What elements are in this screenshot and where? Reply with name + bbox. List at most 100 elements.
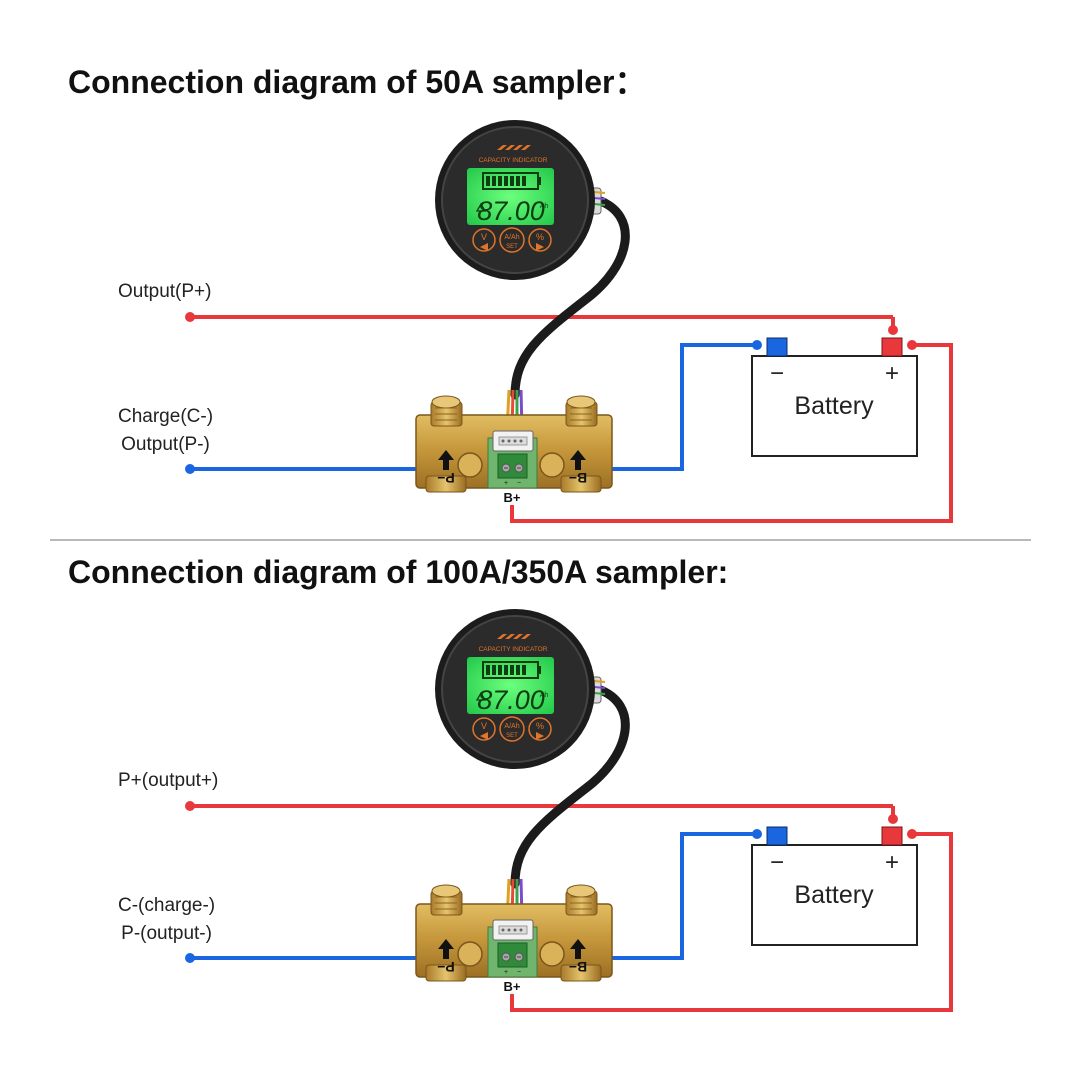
left-terminal-label: P− [437, 959, 455, 975]
label-negative-line-2: Output(P-) [121, 434, 210, 455]
right-terminal-marking: B− [569, 939, 587, 975]
battery-label: Battery [794, 881, 874, 909]
lcd-unit: Ah [540, 203, 549, 210]
section-title-50a: Connection diagram of 50A sampler： [68, 64, 647, 100]
diagram-panel-50a: Output(P+) Charge(C-) Output(P-) [0, 50, 1080, 540]
right-bolt [560, 884, 602, 982]
delta-icon [475, 202, 487, 212]
label-negative-output: C-(charge-) P-(output-) [118, 892, 215, 948]
wiring-diagram: CAPACITY INDICATOR 87.00 Ah V [185, 609, 953, 1012]
label-negative-line-1: Charge(C-) [118, 406, 214, 427]
battery-positive-terminal [881, 826, 903, 846]
negative-output-wire [185, 464, 440, 474]
section-divider [50, 539, 1031, 541]
monitor-button-percent[interactable]: % [528, 228, 552, 252]
battery-level-icon [482, 172, 541, 190]
delta-icon [475, 691, 487, 701]
terminal-minus-mark: − [517, 480, 521, 487]
button-set-bottom-label: SET [506, 733, 518, 739]
positive-output-wire [185, 801, 898, 824]
battery-negative-terminal [766, 337, 788, 357]
up-arrow-icon [570, 450, 586, 470]
terminal-plus-mark: + [504, 969, 508, 976]
battery-negative-wire [585, 829, 762, 960]
left-arrow-icon [480, 243, 488, 251]
battery-minus-sign: − [770, 360, 784, 387]
monitor-brand-text: CAPACITY INDICATOR [479, 157, 548, 164]
monitor-button-voltage[interactable]: V [472, 717, 496, 741]
signal-connector [492, 430, 534, 452]
battery: − + Battery [751, 337, 918, 457]
screw-terminal-block: + − [497, 453, 528, 487]
terminal-plus-mark: + [504, 480, 508, 487]
lcd-value: 87.00 [477, 196, 545, 226]
label-positive-output: P+(output+) [118, 770, 219, 791]
right-hole [539, 452, 565, 478]
button-voltage-label: V [481, 232, 487, 242]
brand-logo [497, 145, 531, 150]
button-set-top-label: A/Ah [504, 723, 519, 730]
wiring-diagram: CAPACITY INDICATOR 87.00 Ah V [185, 120, 953, 523]
right-terminal-label: B− [569, 959, 587, 975]
right-hole [539, 941, 565, 967]
battery-positive-to-b-plus-wire [510, 340, 953, 523]
monitor-button-voltage[interactable]: V [472, 228, 496, 252]
battery-negative-terminal [766, 826, 788, 846]
terminal-minus-mark: − [517, 969, 521, 976]
battery-label: Battery [794, 392, 874, 420]
monitor-button-set[interactable]: A/Ah SET [499, 716, 525, 742]
monitor-button-set[interactable]: A/Ah SET [499, 227, 525, 253]
brand-logo [497, 634, 531, 639]
shunt-sampler: + − P− B− B+ [415, 884, 613, 994]
up-arrow-icon [570, 939, 586, 959]
shunt-sampler: + − P− B− B+ [415, 395, 613, 505]
monitor-button-percent[interactable]: % [528, 717, 552, 741]
left-bolt [425, 884, 467, 982]
negative-output-wire [185, 953, 440, 963]
monitor-brand-text: CAPACITY INDICATOR [479, 646, 548, 653]
left-hole [457, 452, 483, 478]
label-negative-output: Charge(C-) Output(P-) [118, 403, 213, 459]
right-bolt [560, 395, 602, 493]
battery-minus-sign: − [770, 849, 784, 876]
label-negative-line-1: C-(charge-) [118, 895, 216, 916]
screw-terminal-block: + − [497, 942, 528, 976]
left-hole [457, 941, 483, 967]
up-arrow-icon [438, 450, 454, 470]
left-terminal-marking: P− [437, 939, 455, 975]
button-percent-label: % [536, 232, 544, 242]
battery: − + Battery [751, 826, 918, 946]
up-arrow-icon [438, 939, 454, 959]
button-set-top-label: A/Ah [504, 234, 519, 241]
battery-level-icon [482, 661, 541, 679]
left-arrow-icon [480, 732, 488, 740]
right-terminal-marking: B− [569, 450, 587, 486]
b-plus-label: B+ [504, 979, 521, 994]
left-bolt [425, 395, 467, 493]
diagram-panel-100a-350a: P+(output+) C-(charge-) P-(output-) [0, 539, 1080, 1029]
right-arrow-icon [536, 243, 544, 251]
battery-positive-to-b-plus-wire [510, 829, 953, 1012]
capacity-monitor: CAPACITY INDICATOR 87.00 Ah V [435, 120, 595, 280]
right-terminal-label: B− [569, 470, 587, 486]
lcd-value: 87.00 [477, 685, 545, 715]
right-arrow-icon [536, 732, 544, 740]
battery-negative-wire [585, 340, 762, 471]
label-negative-line-2: P-(output-) [121, 923, 212, 944]
section-title-100a-350a: Connection diagram of 100A/350A sampler: [68, 554, 729, 590]
signal-connector [492, 919, 534, 941]
positive-output-wire [185, 312, 898, 335]
b-plus-label: B+ [504, 490, 521, 505]
monitor-cable [510, 195, 630, 400]
monitor-cable [510, 684, 630, 889]
button-voltage-label: V [481, 721, 487, 731]
left-terminal-label: P− [437, 470, 455, 486]
left-terminal-marking: P− [437, 450, 455, 486]
button-percent-label: % [536, 721, 544, 731]
battery-plus-sign: + [885, 849, 899, 876]
battery-positive-terminal [881, 337, 903, 357]
label-positive-output: Output(P+) [118, 281, 212, 302]
capacity-monitor: CAPACITY INDICATOR 87.00 Ah V [435, 609, 595, 769]
battery-plus-sign: + [885, 360, 899, 387]
button-set-bottom-label: SET [506, 244, 518, 250]
